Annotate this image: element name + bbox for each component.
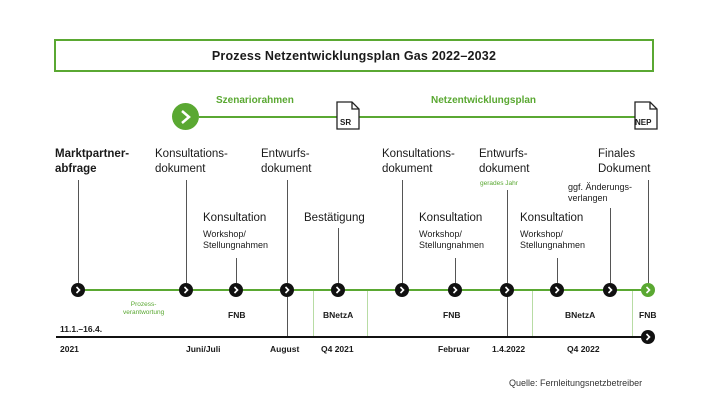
top-green-line (199, 116, 641, 118)
connector-aenderungsverlangen (610, 208, 611, 283)
node-marktpartner (71, 283, 85, 297)
nep-document-icon (634, 101, 658, 130)
phase-separator-1 (313, 291, 314, 337)
bnetza-1-label: BNetzA (323, 310, 354, 320)
date-range-label: 11.1.–16.4. (60, 324, 103, 334)
date-august: August (270, 344, 300, 354)
nep-label: NEP (635, 118, 652, 127)
phase-separator-3 (532, 291, 533, 337)
node-konsultation-3 (550, 283, 564, 297)
node-aenderungsverlangen (603, 283, 617, 297)
connector-finales-dokument (648, 180, 649, 283)
konsultation-2-label: Konsultation (419, 212, 483, 224)
start-arrow-icon (172, 103, 199, 130)
connector-bestaetigung (338, 228, 339, 283)
workshop-2-label: Workshop/Stellungnahmen (419, 229, 485, 250)
date-q4-2022: Q4 2022 (567, 344, 600, 354)
node-konsultation-2 (448, 283, 462, 297)
bestaetigung-label: Bestätigung (304, 212, 365, 224)
bnetza-2-label: BNetzA (565, 310, 596, 320)
connector-konsultation-1 (236, 258, 237, 283)
entwurfsdokument-1-label: Entwurfs-dokument (261, 148, 312, 175)
date-juni-juli: Juni/Juli (186, 344, 221, 354)
date-1-4-2022: 1.4.2022 (492, 344, 526, 354)
connector-konsultationsdokument-2 (402, 180, 403, 283)
marktpartner-label: Marktpartner-abfrage (55, 148, 130, 175)
sr-label: SR (340, 118, 352, 127)
konsultationsdokument-2-label: Konsultations-dokument (382, 148, 455, 175)
date-tick-august (287, 297, 288, 337)
phase-separator-2 (367, 291, 368, 337)
date-2021: 2021 (60, 344, 79, 354)
connector-entwurf-1 (287, 180, 288, 283)
gerades-jahr-label: gerades Jahr (480, 180, 518, 187)
aenderungsverlangen-label: ggf. Änderungs-verlangen (568, 182, 633, 203)
node-konsultationsdokument-1 (179, 283, 193, 297)
date-februar: Februar (438, 344, 470, 354)
connector-konsultationsdokument-1 (186, 180, 187, 283)
workshop-3-label: Workshop/Stellungnahmen (520, 229, 586, 250)
konsultation-1-label: Konsultation (203, 212, 267, 224)
middle-green-line (78, 289, 648, 291)
sr-document-icon (336, 101, 360, 130)
prozessverantwortung-label: Prozess-verantwortung (123, 301, 165, 316)
fnb-1-label: FNB (228, 310, 246, 320)
diagram-title: Prozess Netzentwicklungsplan Gas 2022–20… (211, 48, 497, 63)
date-q4-2021: Q4 2021 (321, 344, 354, 354)
connector-konsultation-2 (455, 258, 456, 283)
connector-konsultation-3 (557, 258, 558, 283)
date-tick-1-4-2022 (507, 297, 508, 337)
connector-entwurf-2 (507, 190, 508, 283)
entwurfsdokument-2-label: Entwurfs-dokument (479, 148, 530, 175)
node-entwurf-2 (500, 283, 514, 297)
netzentwicklungsplan-label: Netzentwicklungsplan (431, 95, 537, 106)
title-box: Prozess Netzentwicklungsplan Gas 2022–20… (54, 39, 654, 72)
date-axis-line (56, 336, 646, 338)
konsultation-3-label: Konsultation (520, 212, 584, 224)
node-entwurf-1 (280, 283, 294, 297)
fnb-2-label: FNB (443, 310, 461, 320)
node-finales-dokument (641, 283, 655, 297)
fnb-3-label: FNB (639, 310, 657, 320)
node-konsultation-1 (229, 283, 243, 297)
source-label: Quelle: Fernleitungsnetzbetreiber (509, 378, 643, 388)
node-konsultationsdokument-2 (395, 283, 409, 297)
date-axis-arrow-icon (641, 330, 655, 344)
node-bestaetigung (331, 283, 345, 297)
connector-marktpartner (78, 180, 79, 283)
konsultationsdokument-1-label: Konsultations-dokument (155, 148, 228, 175)
szenariorahmen-label: Szenariorahmen (216, 95, 294, 106)
phase-separator-4 (632, 291, 633, 337)
workshop-1-label: Workshop/Stellungnahmen (203, 229, 269, 250)
